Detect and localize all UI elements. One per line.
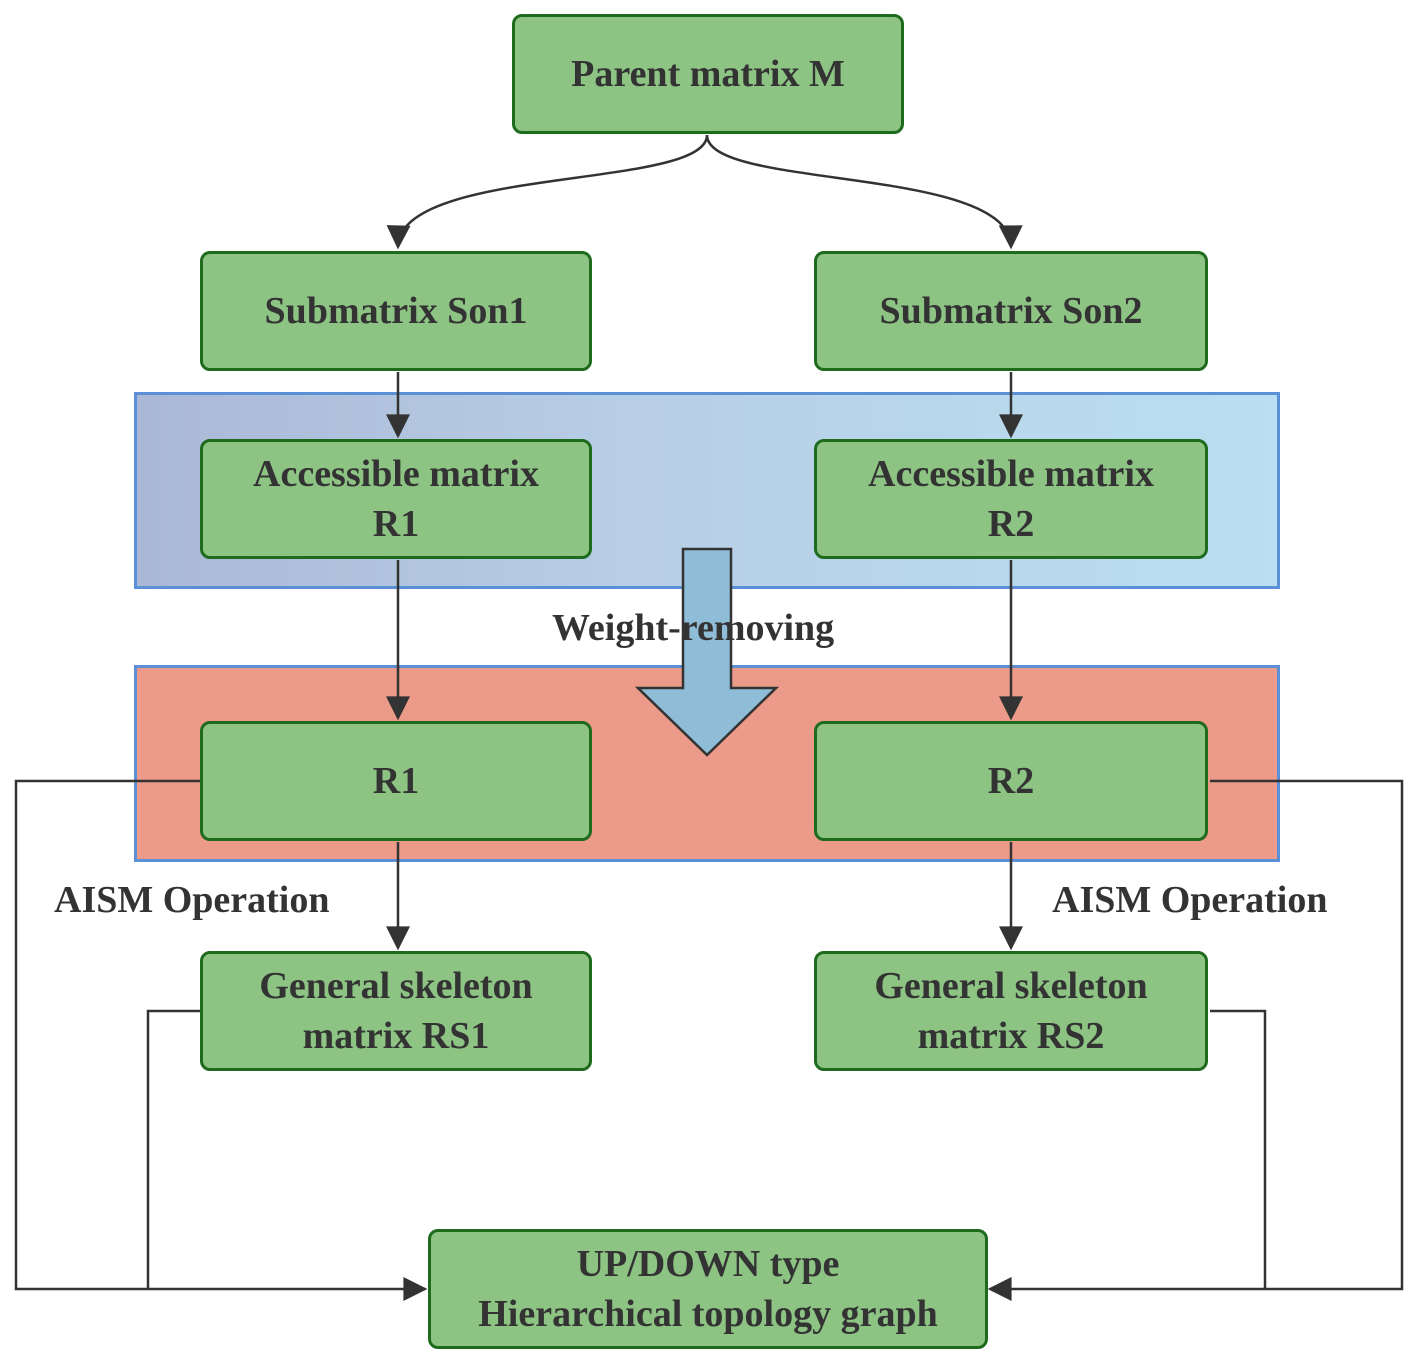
hierarchical-topology-graph-node: UP/DOWN type Hierarchical topology graph (428, 1229, 988, 1349)
submatrix-son2-text: Submatrix Son2 (879, 290, 1143, 332)
general-skeleton-rs1-line2: matrix RS1 (302, 1015, 490, 1057)
connector-rs1-to-result (146, 1009, 200, 1289)
submatrix-son2-node: Submatrix Son2 (814, 251, 1208, 371)
accessible-matrix-r1-line1: Accessible matrix (253, 453, 539, 495)
connector-r2-to-result (987, 779, 1404, 1301)
connector-parent-to-son2 (705, 134, 1023, 250)
submatrix-son1-node: Submatrix Son1 (200, 251, 592, 371)
general-skeleton-rs2-line2: matrix RS2 (917, 1015, 1105, 1057)
submatrix-son1-text: Submatrix Son1 (264, 290, 528, 332)
general-skeleton-rs1-line1: General skeleton (259, 965, 533, 1007)
general-skeleton-rs2-node: General skeleton matrix RS2 (814, 951, 1208, 1071)
aism-operation-label-left: AISM Operation (54, 879, 330, 921)
general-skeleton-rs2-line1: General skeleton (874, 965, 1148, 1007)
result-line2: Hierarchical topology graph (478, 1293, 938, 1335)
r2-text: R2 (987, 760, 1035, 802)
connector-r1-to-result (14, 779, 428, 1301)
result-line1: UP/DOWN type (576, 1243, 840, 1285)
accessible-matrix-r2-line1: Accessible matrix (868, 453, 1154, 495)
weight-removing-label: Weight-removing (552, 607, 835, 649)
accessible-matrix-r2-node: Accessible matrix R2 (814, 439, 1208, 559)
r1-node: R1 (200, 721, 592, 841)
parent-matrix-text: Parent matrix M (571, 53, 845, 95)
accessible-matrix-r1-line2: R1 (372, 503, 420, 545)
parent-matrix-node: Parent matrix M (512, 14, 904, 134)
r1-text: R1 (372, 760, 420, 802)
connector-rs2-to-result (1210, 1009, 1267, 1289)
general-skeleton-rs1-node: General skeleton matrix RS1 (200, 951, 592, 1071)
accessible-matrix-r1-node: Accessible matrix R1 (200, 439, 592, 559)
accessible-matrix-r2-line2: R2 (987, 503, 1035, 545)
r2-node: R2 (814, 721, 1208, 841)
connector-parent-to-son1 (386, 134, 709, 250)
aism-operation-label-right: AISM Operation (1052, 879, 1328, 921)
